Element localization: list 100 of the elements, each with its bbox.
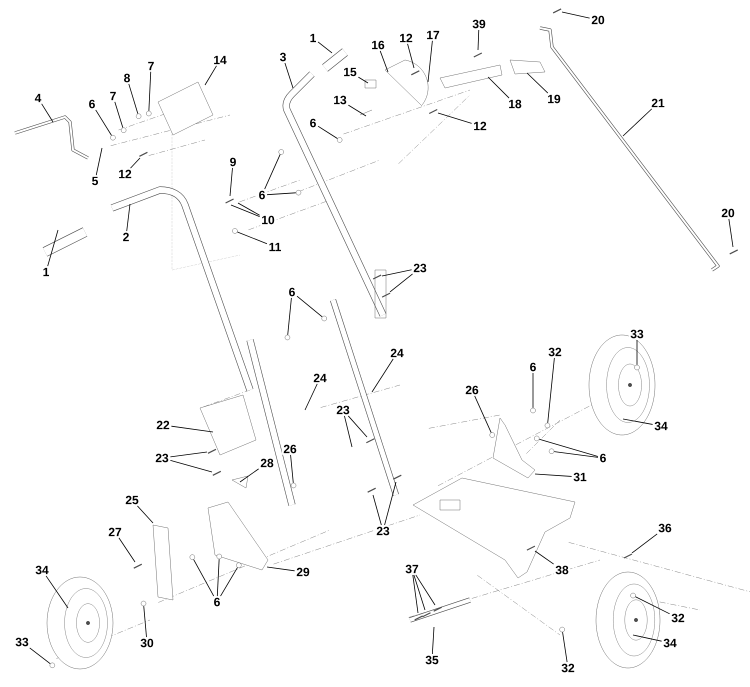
- leader-line: [390, 274, 413, 292]
- leader-line: [284, 62, 294, 88]
- callout-number: 6: [528, 361, 538, 373]
- fastener: [120, 128, 126, 133]
- callout-number: 2: [121, 231, 131, 243]
- leader-line: [29, 648, 51, 664]
- leader-line: [488, 76, 510, 98]
- callout-number: 1: [41, 266, 51, 278]
- leader-line: [296, 296, 323, 318]
- callout-number: 32: [546, 346, 564, 358]
- callout-number: 30: [138, 637, 156, 649]
- leader-line: [41, 103, 54, 122]
- leader-line: [538, 438, 598, 457]
- callout-number: 33: [628, 328, 646, 340]
- callout-number: 39: [470, 18, 488, 30]
- leader-line: [238, 202, 260, 216]
- fastener: [544, 422, 550, 428]
- leader-line: [137, 506, 154, 524]
- leader-line: [193, 559, 214, 596]
- callout-number: 24: [388, 347, 406, 359]
- leader-line: [432, 626, 434, 654]
- fastener: [146, 110, 152, 116]
- leader-line: [554, 451, 598, 458]
- callout-number: 12: [472, 120, 488, 132]
- callout-number: 8: [122, 72, 132, 84]
- leader-line: [415, 574, 436, 606]
- callout-number: 23: [154, 452, 170, 464]
- leader-line: [216, 558, 220, 596]
- callout-number: 16: [370, 39, 386, 51]
- leader-line: [547, 358, 555, 424]
- leader-line: [372, 494, 382, 526]
- leader-line: [372, 358, 394, 392]
- callout-number: 12: [398, 32, 414, 44]
- leader-line: [562, 632, 568, 662]
- callout-number: 5: [90, 175, 100, 187]
- leader-line: [636, 340, 638, 366]
- callout-number: 20: [590, 14, 606, 26]
- fastener: [136, 114, 142, 119]
- callout-number: 7: [146, 60, 156, 72]
- callout-number: 33: [14, 636, 30, 648]
- callout-number: 34: [652, 420, 670, 432]
- fastener: [296, 190, 302, 196]
- leader-line: [304, 383, 318, 410]
- callout-number: 27: [106, 526, 124, 538]
- callout-number: 20: [720, 207, 736, 219]
- fastener: [140, 600, 146, 606]
- leader-line: [290, 454, 294, 484]
- fastener: [322, 316, 327, 322]
- leader-line: [240, 468, 260, 482]
- fastener: [634, 364, 640, 370]
- fastener: [559, 626, 565, 632]
- fastener: [190, 554, 196, 560]
- leader-line: [46, 576, 68, 608]
- callout-number: 36: [656, 522, 674, 534]
- leader-line: [534, 550, 554, 564]
- fastener: [534, 436, 540, 442]
- leader-line: [266, 566, 296, 572]
- leader-line: [47, 230, 58, 267]
- callout-number: 1: [308, 32, 318, 44]
- callout-number: 22: [154, 419, 172, 431]
- callout-number: 23: [334, 404, 352, 416]
- leader-line: [532, 372, 534, 408]
- leader-line: [632, 634, 662, 642]
- callout-number: 6: [212, 596, 222, 608]
- leader-line: [204, 65, 217, 86]
- leader-line: [622, 418, 654, 425]
- leader-line: [264, 154, 281, 190]
- fastener: [216, 554, 222, 560]
- callout-number: 17: [424, 29, 442, 41]
- callout-number: 35: [424, 654, 440, 666]
- leader-line: [128, 84, 138, 114]
- callout-number: 34: [34, 564, 50, 576]
- leader-line: [126, 204, 130, 232]
- leader-line: [148, 71, 152, 112]
- fastener: [284, 334, 290, 340]
- callout-number: 18: [506, 98, 524, 110]
- callout-number: 37: [404, 563, 420, 575]
- callout-number: 26: [464, 384, 480, 396]
- fastener: [336, 137, 342, 143]
- leader-line: [526, 72, 548, 94]
- leader-line: [635, 596, 670, 614]
- leader-line: [230, 168, 233, 196]
- leader-line: [358, 76, 368, 84]
- callout-number: 6: [308, 117, 318, 129]
- callout-number: 3: [278, 51, 288, 63]
- leader-line: [407, 43, 414, 68]
- fastener: [110, 134, 116, 140]
- callout-number: 28: [258, 457, 276, 469]
- leader-line: [318, 126, 338, 139]
- leader-line: [95, 110, 112, 136]
- callout-number: 4: [33, 92, 43, 104]
- leader-line: [728, 218, 734, 248]
- callout-number: 24: [312, 372, 328, 384]
- callout-number: 6: [257, 189, 267, 201]
- callout-number: 6: [87, 98, 97, 110]
- callout-number: 19: [546, 93, 562, 105]
- callout-number: 6: [287, 286, 297, 298]
- leader-line: [220, 567, 238, 596]
- fastener: [290, 482, 296, 488]
- callout-number: 10: [260, 214, 276, 226]
